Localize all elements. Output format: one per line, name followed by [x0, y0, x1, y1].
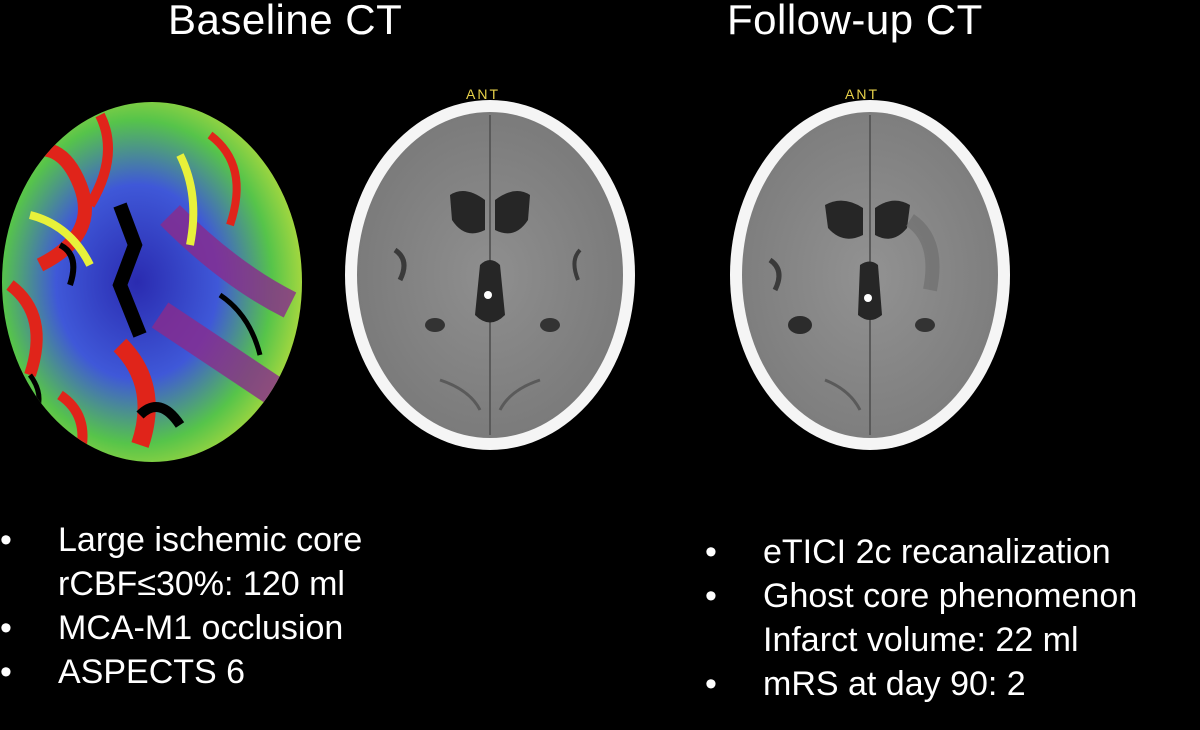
bullet-icon: • — [705, 533, 717, 571]
baseline-ct-title: Baseline CT — [168, 0, 403, 43]
perfusion-map-image — [2, 102, 302, 462]
list-item: • Large ischemic core rCBF≤30%: 120 ml — [0, 518, 362, 606]
baseline-findings-list: • Large ischemic core rCBF≤30%: 120 ml •… — [0, 518, 362, 694]
bullet-text: ASPECTS 6 — [58, 653, 246, 691]
bullet-text: Large ischemic core — [58, 521, 363, 559]
follow-up-ct-image — [730, 100, 1010, 450]
bullet-icon: • — [705, 665, 717, 703]
list-item: • MCA-M1 occlusion — [0, 606, 362, 650]
list-item: • mRS at day 90: 2 — [705, 662, 1137, 706]
follow-up-ct-title: Follow-up CT — [727, 0, 983, 43]
bullet-text: MCA-M1 occlusion — [58, 609, 344, 647]
bullet-text: eTICI 2c recanalization — [763, 533, 1111, 571]
bullet-icon: • — [0, 609, 12, 647]
bullet-icon: • — [0, 521, 12, 559]
bullet-icon: • — [705, 577, 717, 615]
list-item: • ASPECTS 6 — [0, 650, 362, 694]
orientation-marker-top-2: ANT — [845, 86, 879, 102]
orientation-marker-top: ANT — [466, 86, 500, 102]
list-item: • Ghost core phenomenon Infarct volume: … — [705, 574, 1137, 662]
bullet-text: mRS at day 90: 2 — [763, 665, 1026, 703]
bullet-subtext: rCBF≤30%: 120 ml — [58, 565, 345, 603]
follow-up-findings-list: • eTICI 2c recanalization • Ghost core p… — [705, 530, 1137, 706]
list-item: • eTICI 2c recanalization — [705, 530, 1137, 574]
baseline-ct-image — [345, 100, 635, 450]
bullet-subtext: Infarct volume: 22 ml — [763, 621, 1079, 659]
bullet-icon: • — [0, 653, 12, 691]
bullet-text: Ghost core phenomenon — [763, 577, 1138, 615]
